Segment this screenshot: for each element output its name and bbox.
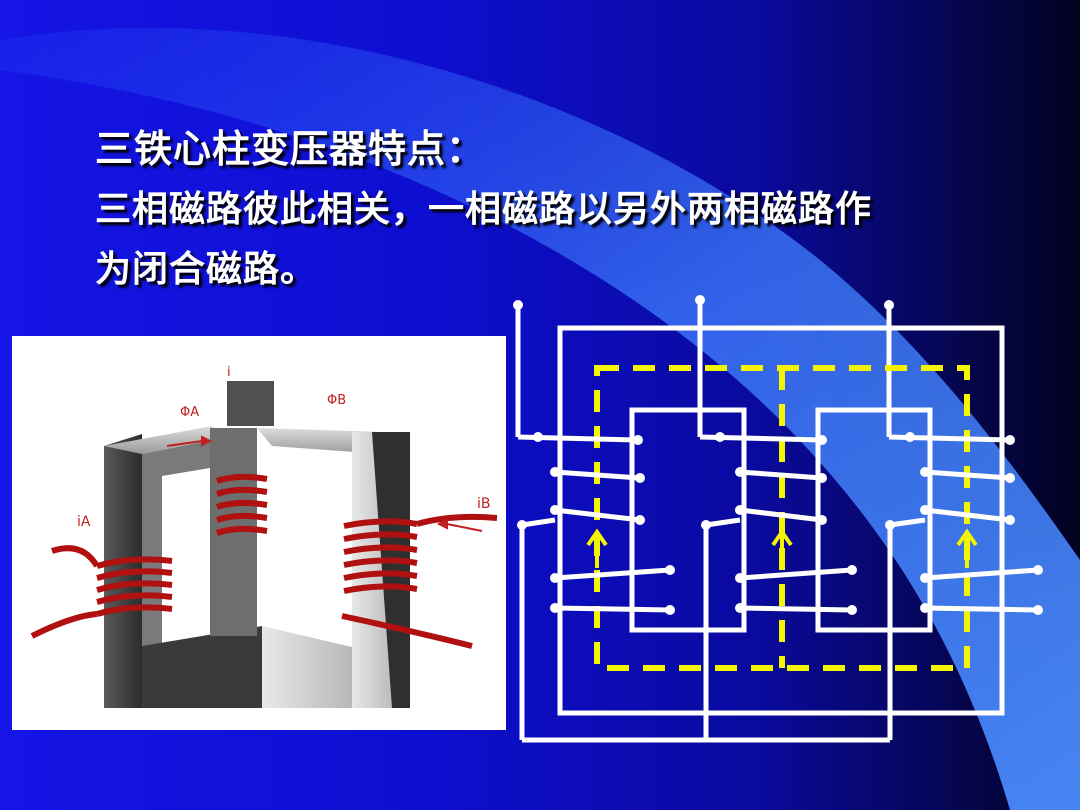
label-flux-a: ΦA — [180, 405, 199, 420]
label-current-b: iB — [477, 496, 491, 512]
core-left-inner — [142, 438, 222, 708]
transformer-3d-drawing: ΦA ΦB iA iB i — [30, 365, 498, 708]
slide-title: 三铁心柱变压器特点： — [95, 127, 486, 171]
flux-arrows — [166, 435, 483, 532]
winding-middle-dots — [695, 295, 857, 615]
winding-middle — [699, 434, 853, 613]
label-current-top: i — [227, 365, 231, 380]
slide-body: 三相磁路彼此相关，一相磁路以另外两相磁路作 为闭合磁路。 — [95, 180, 995, 300]
coil-left — [30, 545, 173, 639]
body-line-1: 三相磁路彼此相关，一相磁路以另外两相磁路作 — [95, 189, 873, 230]
flux-path — [594, 365, 970, 671]
flux-up-arrows — [586, 528, 978, 568]
winding-left-dots — [513, 300, 675, 615]
winding-right — [888, 434, 1039, 613]
winding-right-dots — [884, 300, 1043, 615]
coil-right — [341, 513, 498, 649]
core-bottom-yoke — [142, 626, 262, 708]
core-right-leg-shade — [372, 432, 410, 708]
coil-middle — [216, 473, 268, 536]
title-block: 三铁心柱变压器特点： — [95, 118, 485, 173]
core-top-yoke-left — [104, 426, 222, 454]
transformer-3d-figure: ΦA ΦB iA iB i — [12, 336, 506, 730]
swoosh-band — [0, 27, 1080, 810]
body-line-2: 为闭合磁路。 — [95, 249, 318, 290]
label-flux-b: ΦB — [327, 393, 346, 408]
winding-left — [517, 434, 671, 613]
magnetic-circuit-diagram — [513, 295, 1043, 743]
label-current-a: iA — [77, 514, 91, 530]
core-middle-top — [227, 381, 274, 426]
core-top-yoke-right — [257, 428, 382, 454]
